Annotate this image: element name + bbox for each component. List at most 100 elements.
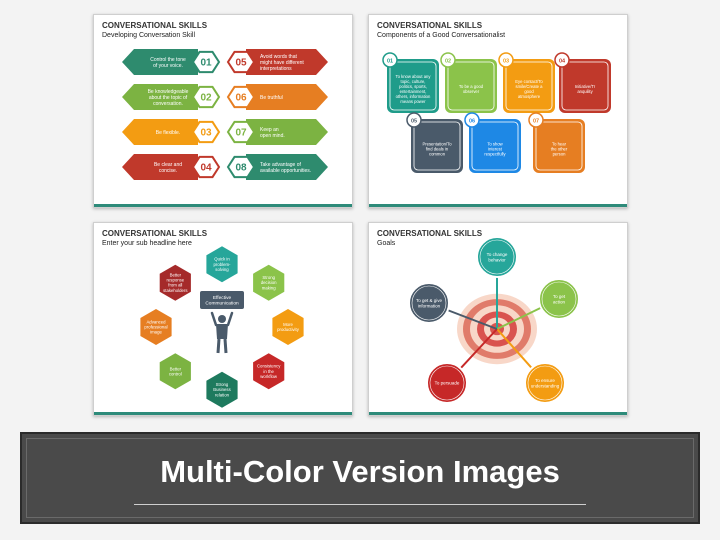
center-label-box [200,291,244,309]
person-left-arm [210,311,218,327]
skill-text: Control the tone [150,57,186,63]
hexagon-shape [140,309,172,345]
number-hexagon [226,85,256,109]
number-hexagon [226,120,256,144]
skill-text: about the topic of [149,95,188,101]
number-hexagon [191,50,221,74]
card-number: 02 [445,59,451,65]
goal-text: To persuade [435,381,460,386]
hexagon-shape [272,309,304,345]
skill-text: Take advantage of [260,162,301,168]
hexagon-text: More [283,322,293,327]
card-text: smile/Create a [516,84,544,89]
person-head [218,315,226,323]
card-text: good [524,89,534,94]
goal-text: information [418,303,441,308]
goal-circle-shape [476,236,518,278]
card-border [505,61,553,111]
arrow-shape [122,119,198,145]
goal-circle-shape [538,278,580,320]
goal-text: To ensure [535,378,555,383]
person-right-arm [226,311,234,327]
skill-number: 04 [200,163,212,174]
person-right-leg [223,338,228,354]
hexagon-text: making [262,285,276,290]
card-badge [440,52,456,68]
hexagon-text: Strong [216,382,229,387]
hexagon-text: relation [215,392,230,397]
card-text: To know about any [396,74,432,79]
card-text: common [429,152,446,157]
card-text: Presentation/To [422,141,452,146]
hexagon-text: Business [213,387,230,392]
card-number: 07 [533,119,539,125]
slide-developing-skills[interactable]: CONVERSATIONAL SKILLS Developing Convers… [93,14,353,208]
skill-text: interpretations [260,66,292,72]
slide-components[interactable]: CONVERSATIONAL SKILLS Components of a Go… [368,14,628,208]
hexagon-text: professional [144,325,167,330]
slide-title: CONVERSATIONAL SKILLS [102,229,208,238]
hexagon-text: solving [215,267,229,272]
card-text: To hear [552,141,567,146]
card-number: 04 [559,59,566,65]
card-frame [503,59,555,113]
card-border [471,121,519,171]
card-number: 01 [387,59,393,65]
skill-text: available opportunities. [260,168,311,174]
goal-text: To change [487,252,508,257]
skill-text: concise. [159,168,177,174]
card-border [535,121,583,171]
arrow-shape [122,154,198,180]
card-number: 05 [411,119,417,125]
goal-text: understanding [531,383,560,388]
goal-circle-shape [524,362,566,404]
goal-text: To get & give [416,298,443,303]
goal-text: action [553,299,566,304]
slide-accent-strip [94,204,352,207]
goal-circle-shape [426,362,468,404]
card-text: person [553,152,566,157]
card-text: interest [488,146,503,151]
skill-number: 03 [200,128,212,139]
hexagon-text: in the [263,369,274,374]
slide-effective-communication[interactable]: CONVERSATIONAL SKILLS Enter your sub hea… [93,222,353,416]
card-text: observer [463,89,480,94]
slide-title: CONVERSATIONAL SKILLS [102,21,208,30]
card-text: Eye contact/To [515,79,543,84]
slide-subtitle: Components of a Good Conversationalist [377,32,506,39]
hexagon-text: productivity [277,327,300,332]
skill-text: might have different [260,60,304,66]
skill-arrow-03: Be flexible. 03 [122,119,221,145]
hexagon-text: Strong [262,275,275,280]
banner-underline [134,504,586,505]
card-text: find deals in [426,146,449,151]
card-frame [559,59,611,113]
skill-text: conversation. [153,101,183,107]
card-text: politics, sports, [399,84,427,89]
skill-text: Be flexible. [156,130,180,136]
card-badge [528,112,544,128]
card-badge [498,52,514,68]
card-border [413,121,461,171]
center-label: Communication [205,301,239,307]
hexagon-text: image [150,330,162,335]
number-hexagon [226,155,256,179]
